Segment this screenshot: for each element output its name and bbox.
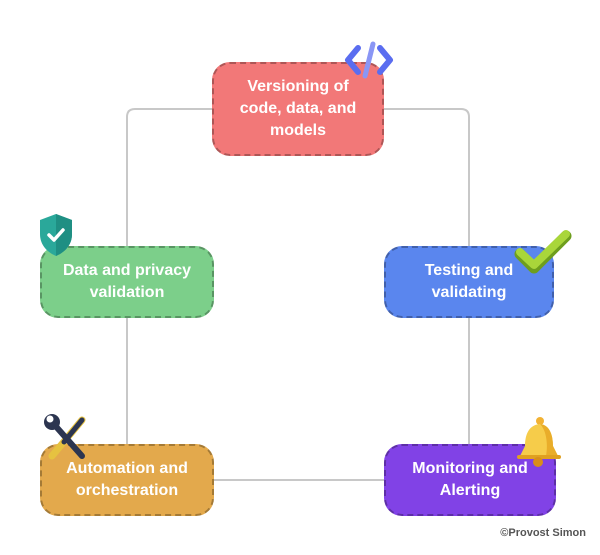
node-testing-validating-label: Testing and validating	[424, 262, 514, 301]
connector-top-right	[384, 108, 470, 246]
tools-icon	[44, 414, 86, 460]
bell-icon	[517, 417, 561, 467]
node-automation-orchestration: Automation and orchestration	[40, 444, 214, 516]
node-versioning-label: Versioning of code, data, and models	[239, 78, 357, 139]
shield-check-icon	[40, 214, 72, 256]
connector-top-left	[126, 108, 212, 246]
node-automation-orchestration-label: Automation and orchestration	[66, 460, 188, 499]
node-data-privacy-validation-label: Data and privacy validation	[62, 262, 192, 301]
copyright-credit: ©Provost Simon	[500, 527, 586, 539]
checkmark-icon	[514, 230, 572, 274]
code-icon	[345, 41, 393, 79]
node-data-privacy-validation: Data and privacy validation	[40, 246, 214, 318]
node-monitoring-alerting-label: Monitoring and Alerting	[412, 460, 528, 499]
node-versioning: Versioning of code, data, and models	[212, 62, 384, 156]
